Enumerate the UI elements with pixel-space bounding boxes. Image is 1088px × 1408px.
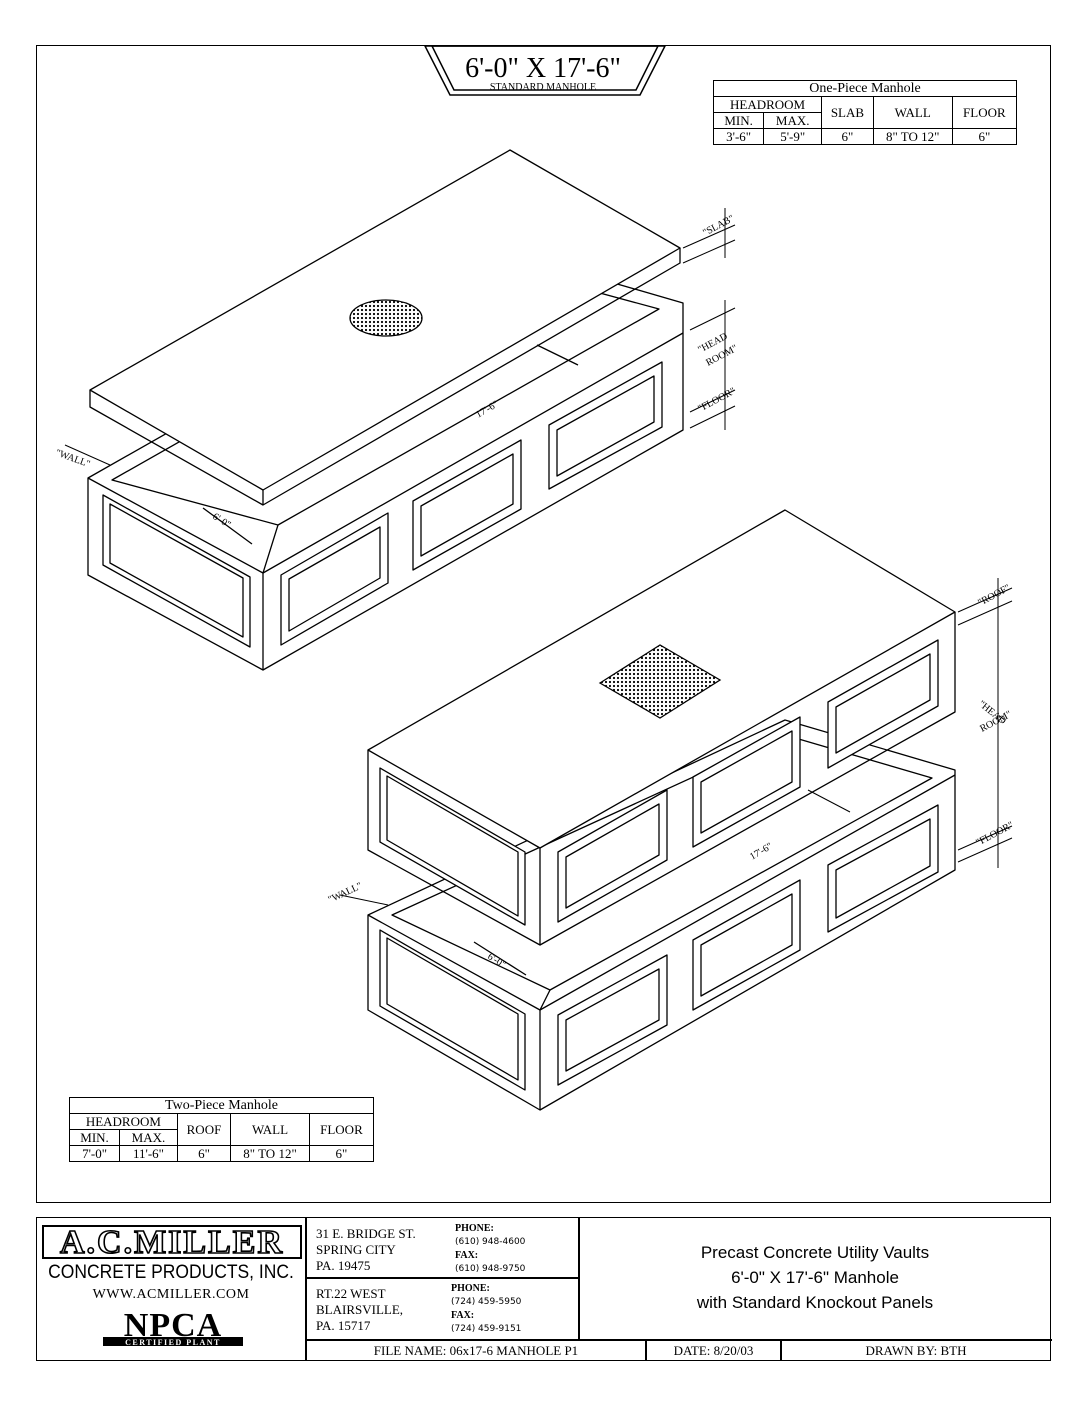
drawing-title: 6'-0" X 17'-6" xyxy=(465,53,621,84)
office1-phone: (610) 948-4600 xyxy=(455,1237,526,1247)
wall-header: WALL xyxy=(872,96,953,129)
two-piece-top-knockouts xyxy=(379,639,939,926)
wall-label-2: "WALL" xyxy=(327,881,364,906)
drawn-by: DRAWN BY: BTH xyxy=(865,1343,967,1358)
office1-fax-label: FAX: xyxy=(455,1250,479,1261)
wall-value: 8" TO 12" xyxy=(872,128,953,145)
divider xyxy=(305,1218,307,1360)
office1-address: 31 E. BRIDGE ST. SPRING CITY PA. 19475 xyxy=(316,1226,456,1274)
slab-header: SLAB xyxy=(821,96,874,129)
office2-line3: PA. 15717 xyxy=(316,1318,371,1333)
floor-label: "FLOOR" xyxy=(696,386,737,415)
floor-header: FLOOR xyxy=(308,1113,375,1146)
roof-label-2: "ROOF" xyxy=(976,583,1012,609)
min-value: 7'-0" xyxy=(68,1145,121,1162)
office2-fax: (724) 459-9151 xyxy=(451,1324,522,1334)
office1-contact: PHONE: (610) 948-4600 FAX: (610) 948-975… xyxy=(455,1222,575,1276)
one-piece-table: One-Piece Manhole HEADROOM SLAB WALL FLO… xyxy=(712,80,1018,145)
slab-label: "SLAB" xyxy=(701,213,736,239)
project-line3: with Standard Knockout Panels xyxy=(696,1293,934,1312)
divider xyxy=(645,1339,647,1360)
two-piece-caption: Two-Piece Manhole xyxy=(69,1097,374,1114)
max-value: 11'-6" xyxy=(119,1145,178,1162)
slab-value: 6" xyxy=(821,128,874,145)
wall-header: WALL xyxy=(230,1113,310,1146)
floor-value: 6" xyxy=(951,128,1018,145)
min-value: 3'-6" xyxy=(712,128,765,145)
office1-line3: PA. 19475 xyxy=(316,1258,371,1273)
roof-header: ROOF xyxy=(176,1113,232,1146)
logo-text: A.C.MILLER xyxy=(60,1224,284,1260)
two-piece-base xyxy=(367,719,956,1111)
roof-value: 6" xyxy=(176,1145,232,1162)
project-line2: 6'-0" X 17'-6" Manhole xyxy=(731,1268,899,1287)
office1-fax: (610) 948-9750 xyxy=(455,1264,526,1274)
headroom-header: HEADROOM xyxy=(712,96,823,113)
round-manhole-cover xyxy=(349,299,423,337)
headroom-header: HEADROOM xyxy=(69,1113,178,1130)
floor-value: 6" xyxy=(308,1145,375,1162)
one-piece-knockout-panels xyxy=(102,361,663,648)
title-block: A.C.MILLER CONCRETE PRODUCTS, INC. WWW.A… xyxy=(36,1217,1052,1361)
company-website[interactable]: WWW.ACMILLER.COM xyxy=(92,1287,250,1302)
npca-subtext: CERTIFIED PLANT xyxy=(125,1338,221,1347)
two-piece-base-knockouts xyxy=(379,804,939,1091)
max-header: MAX. xyxy=(119,1129,178,1146)
office2-phone: (724) 459-5950 xyxy=(451,1297,522,1307)
office1-line1: 31 E. BRIDGE ST. xyxy=(316,1226,416,1241)
divider xyxy=(780,1339,782,1360)
one-piece-base xyxy=(87,247,684,671)
project-line1: Precast Concrete Utility Vaults xyxy=(700,1243,930,1262)
wall-value: 8" TO 12" xyxy=(230,1145,310,1162)
office2-contact: PHONE: (724) 459-5950 FAX: (724) 459-915… xyxy=(451,1282,575,1336)
company-name: CONCRETE PRODUCTS, INC. xyxy=(48,1262,294,1283)
drawing-subtitle: STANDARD MANHOLE xyxy=(490,82,596,93)
file-name: FILE NAME: 06x17-6 MANHOLE P1 xyxy=(373,1343,579,1358)
min-header: MIN. xyxy=(68,1129,121,1146)
office2-line2: BLAIRSVILLE, xyxy=(316,1302,404,1317)
company-logo: A.C.MILLER xyxy=(41,1223,303,1262)
drawing-date: DATE: 8/20/03 xyxy=(673,1343,754,1358)
divider xyxy=(305,1277,578,1279)
wall-label: "WALL" xyxy=(54,447,92,470)
min-header: MIN. xyxy=(712,112,765,129)
npca-logo: NPCA CERTIFIED PLANT xyxy=(99,1307,247,1347)
max-header: MAX. xyxy=(763,112,823,129)
one-piece-dimension-lines xyxy=(64,208,736,466)
office2-fax-label: FAX: xyxy=(451,1310,475,1321)
logo-graphic: A.C.MILLER xyxy=(42,1223,302,1262)
office2-line1: RT.22 WEST xyxy=(316,1286,386,1301)
divider xyxy=(305,1339,1052,1341)
two-piece-table: Two-Piece Manhole HEADROOM ROOF WALL FLO… xyxy=(68,1097,375,1162)
square-grate-cover xyxy=(598,644,722,719)
project-title: Precast Concrete Utility Vaults 6'-0" X … xyxy=(580,1240,1050,1315)
floor-label-2: "FLOOR" xyxy=(974,820,1015,849)
two-piece-dimension-lines xyxy=(339,578,1013,906)
office1-phone-label: PHONE: xyxy=(455,1223,494,1234)
floor-header: FLOOR xyxy=(951,96,1018,129)
divider xyxy=(578,1218,580,1339)
office2-phone-label: PHONE: xyxy=(451,1283,490,1294)
office2-address: RT.22 WEST BLAIRSVILLE, PA. 15717 xyxy=(316,1286,456,1334)
one-piece-caption: One-Piece Manhole xyxy=(713,80,1017,97)
office1-line2: SPRING CITY xyxy=(316,1242,396,1257)
max-value: 5'-9" xyxy=(763,128,823,145)
title-banner xyxy=(423,45,667,96)
